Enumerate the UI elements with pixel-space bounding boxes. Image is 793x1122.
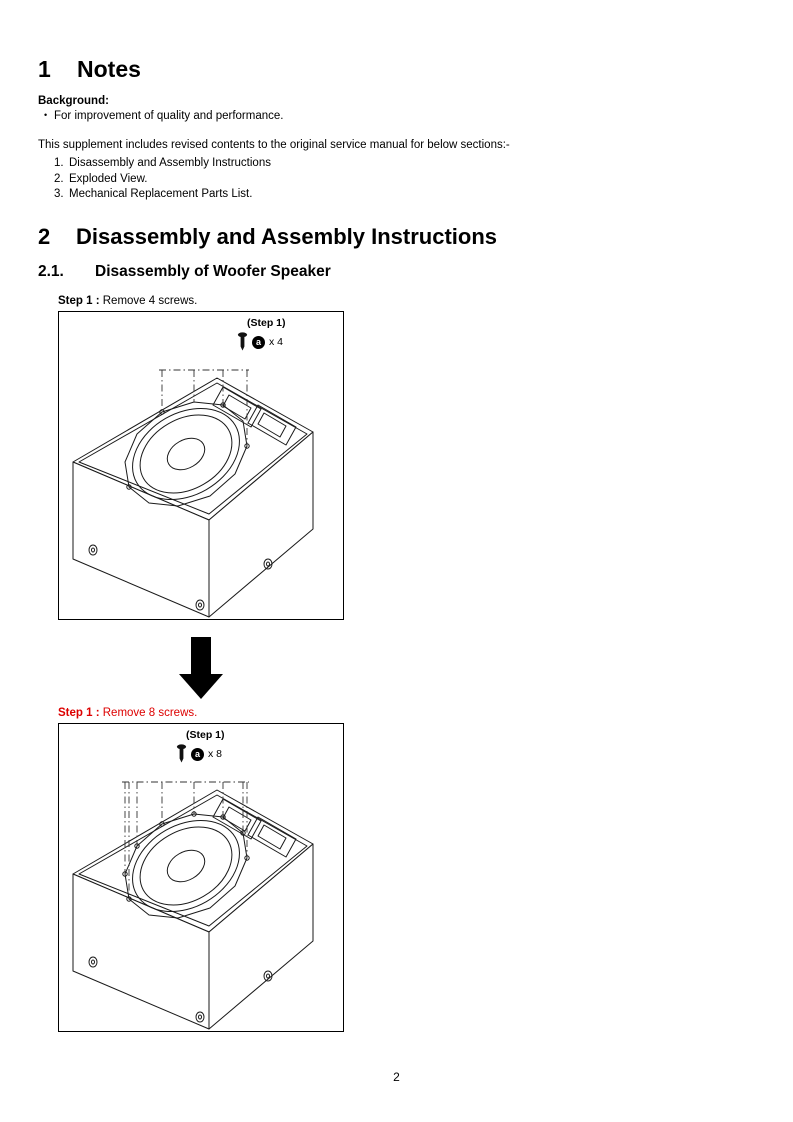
- figure-woofer-4-screws: (Step 1) a x 4: [58, 311, 344, 620]
- list-item-number: 1.: [54, 157, 64, 169]
- screw-leader-lines: [122, 781, 249, 899]
- screw-leader-lines: [159, 369, 249, 446]
- woofer-subheading-title: Disassembly of Woofer Speaker: [95, 263, 331, 280]
- down-arrow-head: [179, 674, 223, 699]
- screw-count: x 8: [208, 748, 223, 760]
- screw-reference-badge: a: [252, 335, 265, 349]
- step-text: Remove 4 screws.: [102, 295, 198, 307]
- bullet-marker: •: [44, 110, 48, 120]
- screw-count: x 4: [269, 336, 284, 348]
- notes-heading: 1 Notes: [38, 56, 141, 83]
- list-item: 3. Mechanical Replacement Parts List.: [54, 187, 271, 203]
- woofer-subheading: 2.1. Disassembly of Woofer Speaker: [38, 263, 331, 281]
- notes-heading-number: 1: [38, 56, 51, 82]
- list-item-text: Mechanical Replacement Parts List.: [69, 188, 253, 200]
- figure-step-label: (Step 1): [186, 729, 225, 741]
- screw-icon: [176, 744, 187, 763]
- step-line-remove-4-screws: Step 1 : Remove 4 screws.: [58, 295, 197, 307]
- list-item-number: 2.: [54, 172, 64, 185]
- step-label: Step 1 :: [58, 295, 100, 307]
- down-arrow-shaft: [191, 637, 211, 674]
- step-label: Step 1 :: [58, 707, 100, 719]
- list-item: 1. Disassembly and Assembly Instructions: [54, 156, 271, 172]
- down-arrow: [179, 637, 223, 699]
- sections-list: 1.Disassembly and Assembly Instructions …: [54, 156, 271, 203]
- screw-callout: a x 4: [237, 332, 283, 352]
- woofer-subheading-number: 2.1.: [38, 263, 64, 280]
- disassembly-heading-number: 2: [38, 224, 51, 249]
- page-number: 2: [393, 1070, 400, 1084]
- speaker-illustration: [72, 369, 314, 618]
- disassembly-heading: 2 Disassembly and Assembly Instructions: [38, 224, 497, 250]
- screw-callout: a x 8: [176, 744, 222, 764]
- step-line-remove-8-screws: Step 1 : Remove 8 screws.: [58, 707, 197, 719]
- speaker-illustration: [72, 781, 314, 1030]
- figure-step-label: (Step 1): [247, 317, 286, 329]
- list-item-number: 3.: [54, 188, 64, 200]
- figure-woofer-8-screws: (Step 1) a x 8: [58, 723, 344, 1032]
- screw-icon: [237, 332, 248, 351]
- list-item-text: Exploded View.: [69, 172, 148, 185]
- background-bullet-item: • For improvement of quality and performa…: [44, 110, 283, 122]
- step-text: Remove 8 screws.: [102, 707, 198, 719]
- list-item: 2. Exploded View.: [54, 172, 271, 188]
- notes-heading-title: Notes: [77, 56, 141, 82]
- screw-reference-badge: a: [191, 747, 204, 761]
- background-label: Background:: [38, 95, 109, 107]
- list-item-text: Disassembly and Assembly Instructions: [69, 157, 271, 169]
- disassembly-heading-title: Disassembly and Assembly Instructions: [76, 224, 497, 249]
- background-bullet-text: For improvement of quality and performan…: [54, 110, 284, 122]
- supplement-intro-text: This supplement includes revised content…: [38, 139, 510, 151]
